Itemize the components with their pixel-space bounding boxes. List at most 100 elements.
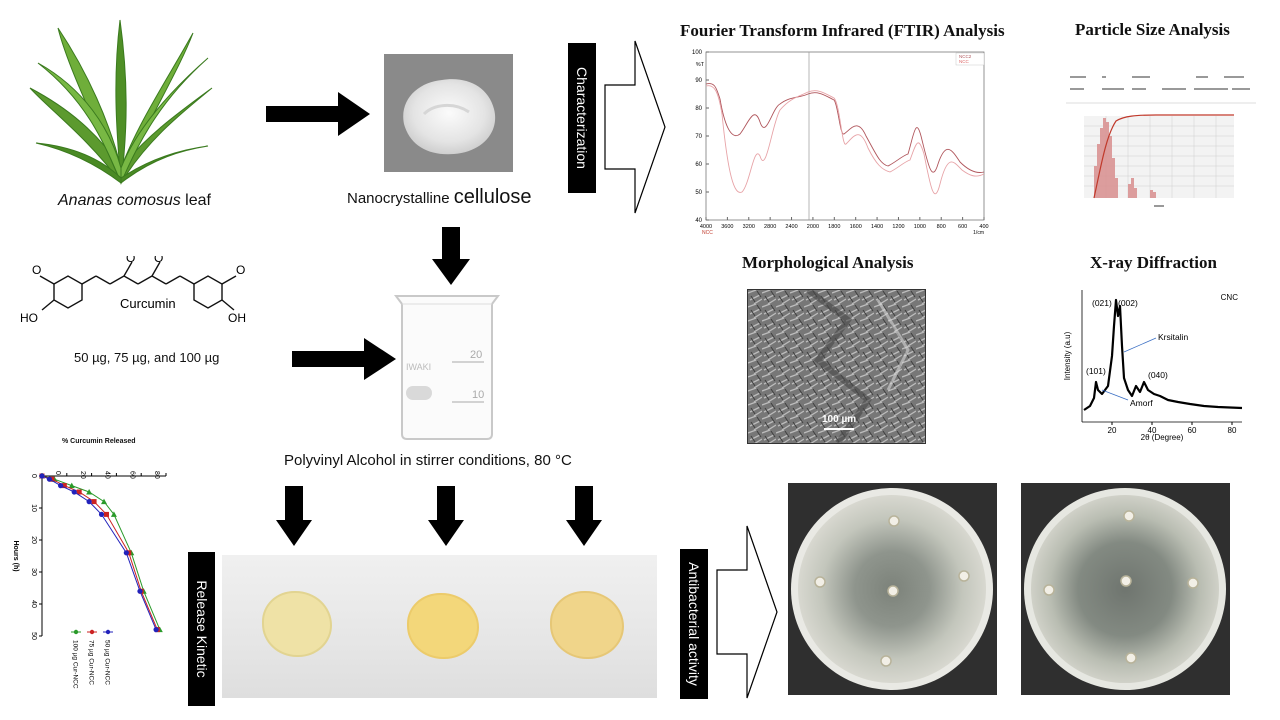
release-point	[68, 482, 75, 489]
ftir-x-tick-label: 400	[979, 224, 988, 230]
release-point	[153, 627, 159, 633]
beaker-image: IWAKI 20 10	[394, 295, 500, 440]
ncc-label: Nanocrystalline cellulose	[347, 186, 532, 209]
xrd-legend: CNC	[1221, 293, 1239, 302]
release-x-tick-label: 40	[104, 471, 111, 479]
ftir-legend-box	[955, 52, 985, 66]
beaker-brand: IWAKI	[406, 362, 431, 372]
release-point	[123, 550, 129, 556]
structure-o-top2: O	[154, 256, 163, 265]
ftir-y-tick-label: 90	[695, 78, 702, 84]
petri-dish-photo-2	[1021, 483, 1230, 695]
release-legend-label: 50 µg Cur-NCC	[104, 640, 111, 685]
structure-o-top1: O	[126, 256, 135, 265]
release-point	[61, 483, 67, 489]
release-x-tick-label: 100	[178, 471, 180, 483]
release-y-label: Hours (h)	[12, 540, 19, 571]
ftir-y-tick-label: 80	[695, 106, 702, 112]
release-point	[71, 489, 77, 495]
structure-oh-right: OH	[228, 311, 246, 325]
release-y-tick-label: 50	[30, 632, 37, 640]
film-2	[407, 593, 479, 659]
arrow-right-2	[292, 338, 396, 380]
arrow-right-1	[266, 92, 370, 136]
xrd-x-tick-label: 20	[1108, 426, 1117, 435]
release-y-tick-label: 40	[30, 600, 37, 608]
release-point	[58, 483, 64, 489]
release-point	[46, 476, 53, 482]
release-point	[101, 498, 107, 505]
release-chart-title: % Curcumin Released	[62, 438, 136, 445]
particle-size-report	[1066, 66, 1256, 216]
release-legend-label: 100 µg Cur-NCC	[72, 640, 79, 689]
plant-label: Ananas comosus leaf	[58, 192, 211, 210]
release-point	[137, 588, 143, 594]
release-series-line	[41, 475, 161, 630]
ftir-x-tick-label: 2400	[785, 224, 797, 230]
ftir-line-ncc	[705, 85, 985, 195]
film-photo-1	[222, 555, 367, 698]
curcumin-doses: 50 µg, 75 µg, and 100 µg	[74, 350, 220, 365]
ftir-x-tick-label: 1200	[892, 224, 904, 230]
release-point	[76, 489, 82, 495]
outline-arrow-antibacterial	[716, 525, 778, 699]
ncc-word: cellulose	[453, 186, 532, 208]
ftir-title: Fourier Transform Infrared (FTIR) Analys…	[680, 21, 1005, 40]
release-point	[86, 499, 92, 505]
xrd-x-label: 2θ (Degree)	[1141, 433, 1184, 442]
release-kinetic-bar: Release Kinetic	[188, 552, 215, 706]
ftir-y-tick-label: 100	[692, 50, 703, 56]
morph-title: Morphological Analysis	[742, 253, 914, 272]
ftir-y-label: %T	[696, 62, 705, 68]
pva-label: Polyvinyl Alcohol in stirrer conditions,…	[284, 452, 572, 469]
beaker-mark-top: 20	[470, 349, 482, 361]
structure-o-left: O	[32, 263, 41, 277]
ftir-x-tick-label: 2000	[807, 224, 819, 230]
psa-title: Particle Size Analysis	[1075, 20, 1230, 39]
outline-arrow-characterization	[604, 40, 666, 214]
xrd-pattern-line	[1083, 298, 1243, 411]
arrow-down-1	[432, 227, 470, 285]
ftir-x-tick-label: 4000	[700, 224, 712, 230]
ftir-y-tick-label: 40	[695, 218, 702, 224]
characterization-bar: Characterization	[568, 43, 596, 193]
release-y-tick-label: 10	[30, 504, 37, 512]
curcumin-name: Curcumin	[120, 296, 176, 311]
release-legend-marker	[89, 629, 95, 635]
film-photo-3	[512, 555, 657, 698]
ftir-x-unit: 1/cm	[973, 230, 984, 236]
xrd-ann-amorph: Amorf	[1130, 398, 1153, 408]
curcumin-structure: O HO O O O OH Curcumin	[20, 256, 246, 325]
xrd-x-tick-label: 60	[1188, 426, 1197, 435]
ftir-legend-label: NCC	[959, 59, 969, 64]
ftir-x-tick-label: 3200	[743, 224, 755, 230]
release-point	[86, 489, 93, 495]
ftir-x-tick-label: 800	[937, 224, 946, 230]
ftir-legend-label: NCC2	[959, 54, 972, 59]
ncc-prefix: Nanocrystalline	[347, 190, 454, 207]
pineapple-leaf-image	[29, 19, 213, 185]
xrd-arrow-crystal	[1123, 337, 1157, 353]
film-3	[550, 591, 624, 659]
ftir-y-tick-label: 60	[695, 162, 702, 168]
arrow-down-3	[428, 486, 464, 546]
antibacterial-label: Antibacterial activity	[686, 562, 702, 686]
xrd-x-tick-label: 80	[1228, 426, 1237, 435]
ftir-line-ncc2	[705, 83, 985, 173]
release-point	[103, 511, 109, 517]
characterization-label: Characterization	[574, 67, 590, 169]
plant-species: Ananas comosus	[58, 192, 181, 209]
xrd-title: X-ray Diffraction	[1090, 253, 1217, 272]
release-x-tick-label: 80	[153, 471, 160, 479]
ftir-y-tick-label: 50	[695, 190, 702, 196]
antibacterial-bar: Antibacterial activity	[680, 549, 708, 699]
release-point	[91, 499, 97, 505]
release-legend-marker	[105, 629, 111, 635]
xrd-y-label: Intensity (a.u)	[1063, 331, 1072, 380]
release-x-tick-label: 60	[128, 471, 135, 479]
xrd-peak-021: (021)	[1092, 298, 1112, 308]
release-series-line	[41, 475, 157, 630]
ftir-x-tick-label: 2800	[764, 224, 776, 230]
ftir-x-tick-label: 3600	[721, 224, 733, 230]
ftir-plot-area	[705, 51, 985, 221]
